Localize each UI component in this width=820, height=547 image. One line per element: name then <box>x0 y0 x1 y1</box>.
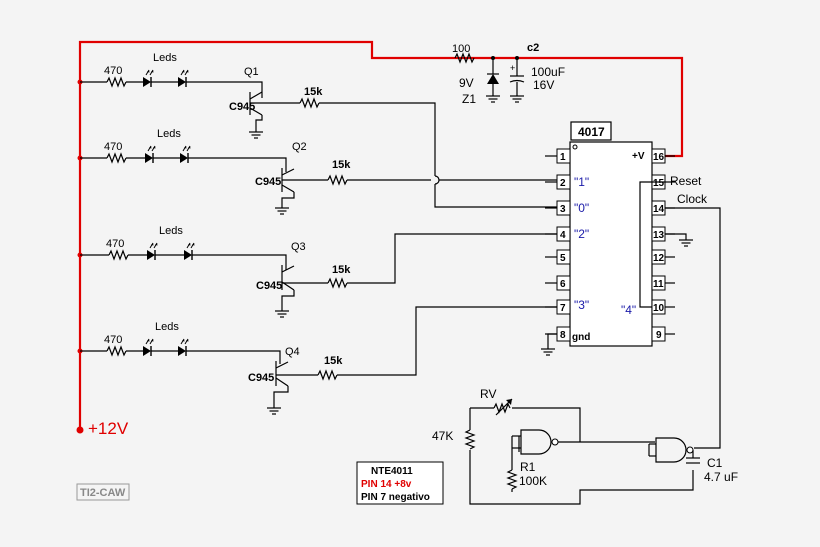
supply-label: +12V <box>88 419 129 438</box>
transistor-type: C945 <box>248 372 274 384</box>
base-resistor-label: 15k <box>332 264 351 276</box>
ic-pin-right: 12 <box>653 253 665 264</box>
transistor-type: C945 <box>229 101 255 113</box>
ic-pin-left: 7 <box>560 303 566 314</box>
note-line-1: NTE4011 <box>371 466 413 477</box>
ic-pin-right: 13 <box>653 230 665 241</box>
ic-pin-right: 11 <box>653 279 664 290</box>
ic-pin-left: 3 <box>560 204 566 215</box>
note-box: NTE4011 PIN 14 +8v PIN 7 negativo <box>356 461 444 505</box>
series-resistor-label: 100 <box>452 43 470 55</box>
base-resistor-label: 15k <box>324 355 343 367</box>
output-0-label: "0" <box>574 201 589 215</box>
ic-pin-right: 15 <box>653 178 665 189</box>
transistor-name: Q3 <box>291 241 306 253</box>
leds-label: Leds <box>159 225 183 237</box>
led-row-1: 470 Leds Q1 C945 15k <box>80 52 560 208</box>
ic-pin-right: 10 <box>653 303 665 314</box>
led-row-2: 470 Leds Q2 C945 15k <box>80 128 560 215</box>
leds-label: Leds <box>155 321 179 333</box>
transistor-name: Q2 <box>292 141 307 153</box>
reset-label: Reset <box>670 174 702 188</box>
capacitor-voltage: 16V <box>533 78 554 92</box>
clock-label: Clock <box>677 192 708 206</box>
watermark-badge: TI2-CAW <box>76 483 130 501</box>
note-line-3: PIN 7 negativo <box>361 492 430 503</box>
supply-filter: 100 c2 + 100uF 16V 9V Z1 <box>452 42 565 106</box>
resistor-label: 470 <box>104 65 122 77</box>
base-resistor-label: 15k <box>304 86 323 98</box>
zener-voltage: 9V <box>459 76 474 90</box>
resistor-label: 470 <box>104 334 122 346</box>
vplus-label: +V <box>632 151 645 162</box>
ic-pin-left: 6 <box>560 279 566 290</box>
supply-rail <box>78 40 684 430</box>
ic-pin-right: 14 <box>653 204 665 215</box>
r1-label: R1 <box>520 460 536 474</box>
leds-label: Leds <box>153 52 177 64</box>
ic-pin-left: 2 <box>560 178 566 189</box>
base-resistor-label: 15k <box>332 159 351 171</box>
led-row-3: 470 Leds Q3 C945 15k <box>80 225 560 318</box>
output-1-label: "1" <box>574 175 589 189</box>
gnd-label: gnd <box>572 332 590 343</box>
resistor-label: 470 <box>104 141 122 153</box>
resistor-label: 470 <box>106 238 124 250</box>
transistor-name: Q1 <box>244 66 259 78</box>
oscillator: 47K RV R1 100K C1 4.7 uF <box>432 387 738 505</box>
c2-label: c2 <box>527 42 539 54</box>
ic-pin-left: 1 <box>560 152 566 163</box>
r1-value: 100K <box>519 474 547 488</box>
leds-label: Leds <box>157 128 181 140</box>
ic-pin-right: 9 <box>656 330 662 341</box>
r47k-label: 47K <box>432 429 453 443</box>
capacitor-label: 100uF <box>531 65 565 79</box>
zener-label: Z1 <box>462 92 476 106</box>
transistor-type: C945 <box>256 280 282 292</box>
ic-pin-left: 4 <box>560 230 566 241</box>
c1-value: 4.7 uF <box>704 470 738 484</box>
ic-name: 4017 <box>578 125 605 139</box>
rv-label: RV <box>480 387 496 401</box>
svg-text:+: + <box>510 63 515 73</box>
transistor-type: C945 <box>255 176 281 188</box>
ic-pin-left: 5 <box>560 253 566 264</box>
ic-pin-left: 8 <box>560 330 566 341</box>
ic-pin-right: 16 <box>653 152 665 163</box>
output-2-label: "2" <box>574 227 589 241</box>
output-3-label: "3" <box>574 298 589 312</box>
badge-text: TI2-CAW <box>80 487 126 499</box>
led-row-4: 470 Leds Q4 C945 15k <box>80 306 560 415</box>
supply-terminal <box>76 426 84 434</box>
output-4-label: "4" <box>621 303 636 317</box>
transistor-name: Q4 <box>285 346 300 358</box>
c1-label: C1 <box>707 456 723 470</box>
note-line-2: PIN 14 +8v <box>361 479 412 490</box>
